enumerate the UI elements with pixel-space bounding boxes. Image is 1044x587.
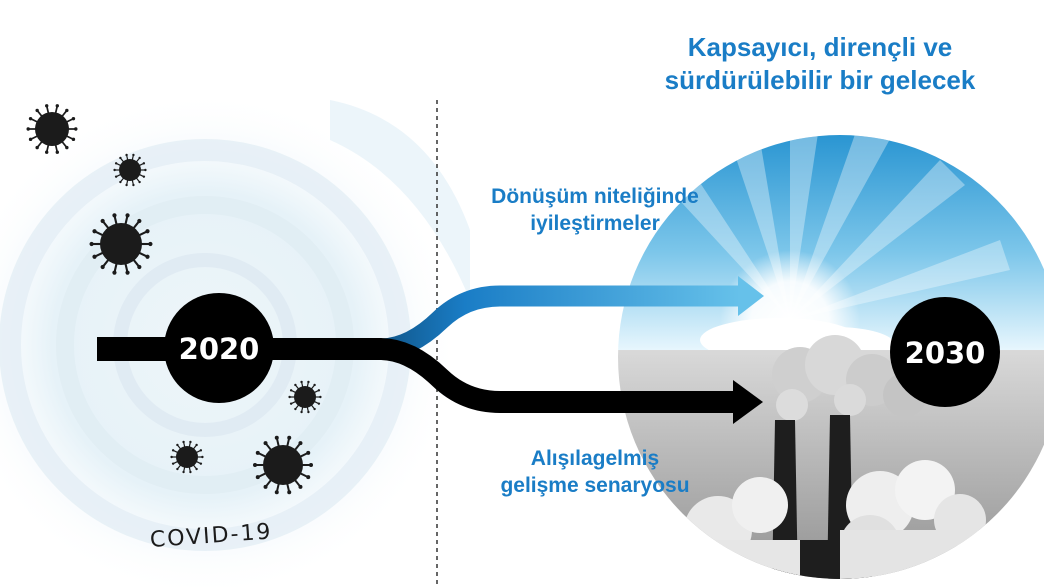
svg-text:2020: 2020: [179, 332, 260, 366]
future-title: Kapsayıcı, dirençli ve sürdürülebilir bi…: [610, 31, 1030, 98]
start-year-badge: 2020: [164, 293, 274, 403]
sun-icon: [670, 135, 1010, 350]
virus-icon: [89, 213, 153, 275]
future-title-line2: sürdürülebilir bir gelecek: [664, 65, 976, 96]
upper-arrow-head: [738, 276, 764, 316]
virus-icon: [26, 104, 78, 154]
virus-icon: [26, 104, 322, 495]
transformative-path-line2: iyileştirmeler: [530, 211, 660, 235]
smog-clouds: [772, 335, 927, 421]
business-as-usual-label: Alışılagelmiş gelişme senaryosu: [440, 446, 750, 500]
virus-icon: [113, 153, 147, 187]
virus-icon: [253, 435, 313, 495]
lower-arrow-head: [733, 380, 763, 424]
transformative-path-line1: Dönüşüm niteliğinde: [491, 185, 699, 208]
virus-icon: [288, 380, 322, 414]
end-year-badge: 2030: [890, 297, 1000, 407]
svg-text:2030: 2030: [905, 336, 986, 370]
future-title-line1: Kapsayıcı, dirençli ve: [687, 32, 953, 62]
transformative-path-label: Dönüşüm niteliğinde iyileştirmeler: [440, 184, 750, 238]
virus-icon: [170, 440, 204, 474]
business-as-usual-line2: gelişme senaryosu: [500, 473, 690, 497]
business-as-usual-line1: Alışılagelmiş: [530, 447, 660, 470]
